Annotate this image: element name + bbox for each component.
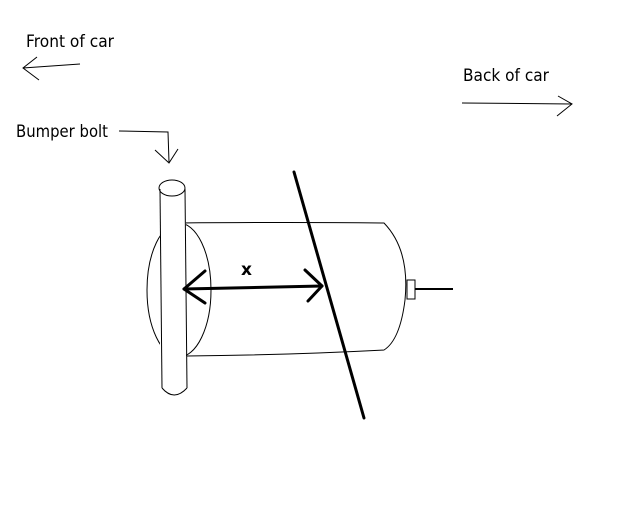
end-plug xyxy=(406,279,453,300)
bumper-bolt-label: Bumper bolt xyxy=(16,122,108,142)
measurement-arrow xyxy=(182,268,324,305)
front-arrow xyxy=(22,56,81,81)
front-of-car-label: Front of car xyxy=(26,32,114,52)
measurement-label: x xyxy=(241,260,252,280)
cut-line xyxy=(292,170,366,420)
back-arrow xyxy=(461,95,573,117)
bumper-bolt-pointer xyxy=(118,130,179,164)
back-of-car-label: Back of car xyxy=(463,66,549,86)
bumper-bolt xyxy=(158,179,188,396)
